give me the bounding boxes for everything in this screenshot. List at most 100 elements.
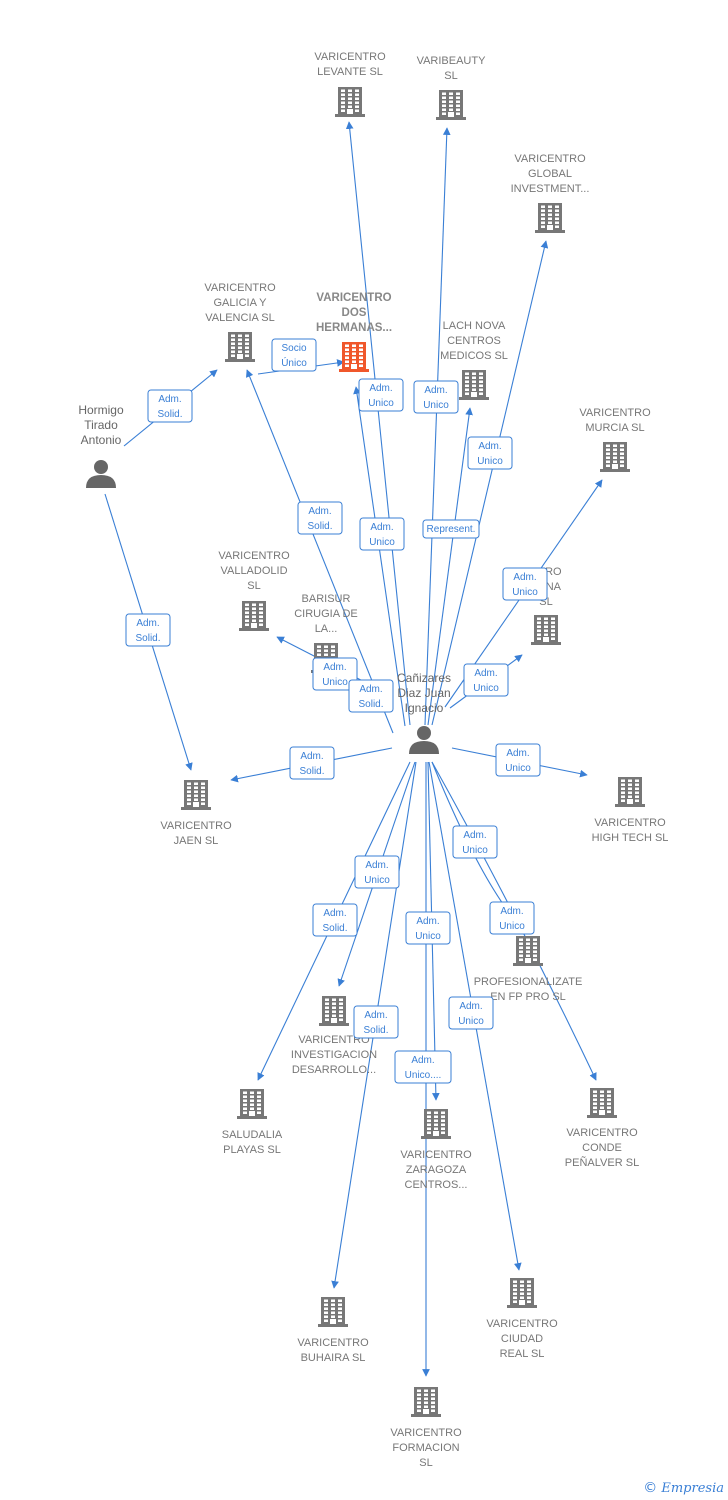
company-label: MURCIA SL <box>585 422 644 434</box>
edge-label-p1-jaen[interactable]: Adm.Solid. <box>289 746 335 780</box>
edge-label-text: Solid. <box>135 633 160 644</box>
edge-label-text: Solid. <box>299 766 324 777</box>
edge-label-p1-profesionalizate[interactable]: Adm.Unico <box>489 901 535 935</box>
edge-label-text: Unico <box>322 677 348 688</box>
edge-label-text: Adm. <box>459 1001 482 1012</box>
edge-label-text: Unico <box>423 400 449 411</box>
company-node-global[interactable]: VARICENTROGLOBALINVESTMENT... <box>511 153 590 233</box>
edge-label-p1-formacion[interactable]: Adm.Unico.... <box>394 1050 452 1084</box>
company-label: REAL SL <box>500 1348 545 1360</box>
edge-label-text: Adm. <box>323 908 346 919</box>
company-label: FORMACION <box>392 1442 459 1454</box>
company-label: VARICENTRO <box>297 1337 369 1349</box>
company-label: INVESTMENT... <box>511 183 590 195</box>
company-node-murcia[interactable]: VARICENTRO MURCIA SL <box>579 407 651 472</box>
edge-label-p1-buhaira[interactable]: Adm.Solid. <box>353 1005 399 1039</box>
edge-label-p1-global[interactable]: Adm.Unico <box>467 436 513 470</box>
edge-label-p1-saludalia[interactable]: Adm.Solid. <box>312 903 358 937</box>
company-label: LA... <box>315 623 338 635</box>
edge-label-text: Unico.... <box>405 1070 442 1081</box>
company-label: CIRUGIA DE <box>294 608 358 620</box>
edge-label-text: Adm. <box>308 506 331 517</box>
edge-label-text: Solid. <box>307 521 332 532</box>
edge-label-p1-ciudadreal[interactable]: Adm. Unico <box>448 996 494 1030</box>
edge-label-text: Adm. <box>416 916 439 927</box>
edge-label-text: Unico <box>369 537 395 548</box>
person-label: Ignacio <box>405 701 444 715</box>
edge-label-p1-conde[interactable]: Adm.Unico <box>452 825 498 859</box>
edge-label-p1-dos[interactable]: Adm.Unico <box>358 378 404 412</box>
company-node-zaragoza[interactable]: VARICENTROZARAGOZACENTROS... <box>400 1109 472 1191</box>
company-label: CONDE <box>582 1142 622 1154</box>
edge-p1-dos <box>353 386 406 727</box>
edge-label-text: Adm. <box>364 1010 387 1021</box>
edge-label-text: Solid. <box>358 699 383 710</box>
edge-label-text: Adm. <box>136 618 159 629</box>
building-icon <box>411 1387 441 1417</box>
company-label: JAEN SL <box>174 835 219 847</box>
edge-label-text: Adm. <box>506 748 529 759</box>
badges-layer: Adm.UnicoAdm.UnicoAdm.UnicoAdm.Solid.Soc… <box>125 338 548 1084</box>
edge-label-text: Unico <box>505 763 531 774</box>
company-label: VARICENTRO <box>400 1149 472 1161</box>
edge-label-text: Unico <box>415 931 441 942</box>
edge-label-p1-hightech[interactable]: Adm. Unico <box>495 743 541 777</box>
edge-label-p2-jaen[interactable]: Adm. Solid. <box>125 613 171 647</box>
company-label: VARICENTRO <box>579 407 651 419</box>
company-label: HIGH TECH SL <box>592 832 669 844</box>
building-icon <box>237 1089 267 1119</box>
company-label: HERMANAS... <box>316 322 392 334</box>
copyright-notice: © Empresia <box>643 1480 724 1496</box>
company-label: VARICENTRO <box>566 1127 638 1139</box>
edge-label-p1-levante[interactable]: Adm.Unico <box>359 517 405 551</box>
edge-label-text: Adm. <box>158 394 181 405</box>
edge-label-p1-murcia[interactable]: Adm.Unico <box>502 567 548 601</box>
company-label: VARICENTRO <box>390 1427 462 1439</box>
company-label: INVESTIGACION <box>291 1049 377 1061</box>
company-node-investigacion[interactable]: VARICENTROINVESTIGACIONDESARROLLO... <box>291 996 377 1076</box>
edge-label-p1-lach[interactable]: Represent. <box>422 519 480 539</box>
company-label: CIUDAD <box>501 1333 543 1345</box>
edge-label-p1-valladolid[interactable]: Adm.Unico <box>312 657 358 691</box>
edge-label-text: Unico <box>368 398 394 409</box>
building-icon <box>421 1109 451 1139</box>
company-label: BARISUR <box>302 593 351 605</box>
building-icon <box>600 442 630 472</box>
person-label: Antonio <box>81 433 122 447</box>
edge-label-p1-varibeauty[interactable]: Adm.Unico <box>413 380 459 414</box>
edge-label-p1-galicia[interactable]: Adm. Solid. <box>297 501 343 535</box>
company-label: VARICENTRO <box>314 51 386 63</box>
edge-label-p2-galicia[interactable]: Adm. Solid. <box>147 389 193 423</box>
edge-label-p1-investigacion[interactable]: Adm.Unico <box>354 855 400 889</box>
company-label: SALUDALIA <box>222 1129 283 1141</box>
building-icon <box>459 370 489 400</box>
brand-logo[interactable]: Empresia <box>661 1481 724 1496</box>
edge-label-text: Solid. <box>157 409 182 420</box>
edge-label-text: Adm. <box>474 668 497 679</box>
edge-label-p1-barcelona[interactable]: Adm.Unico <box>463 663 509 697</box>
company-label: VARICENTRO <box>316 292 391 304</box>
edge-label-text: Unico <box>458 1016 484 1027</box>
edge-label-p1-barisur[interactable]: Adm.Solid. <box>348 679 394 713</box>
company-node-dos[interactable]: VARICENTRODOSHERMANAS... <box>316 292 392 372</box>
edge-label-p1-zaragoza[interactable]: Adm. Unico <box>405 911 451 945</box>
company-label: VARICENTRO <box>514 153 586 165</box>
building-icon <box>181 780 211 810</box>
